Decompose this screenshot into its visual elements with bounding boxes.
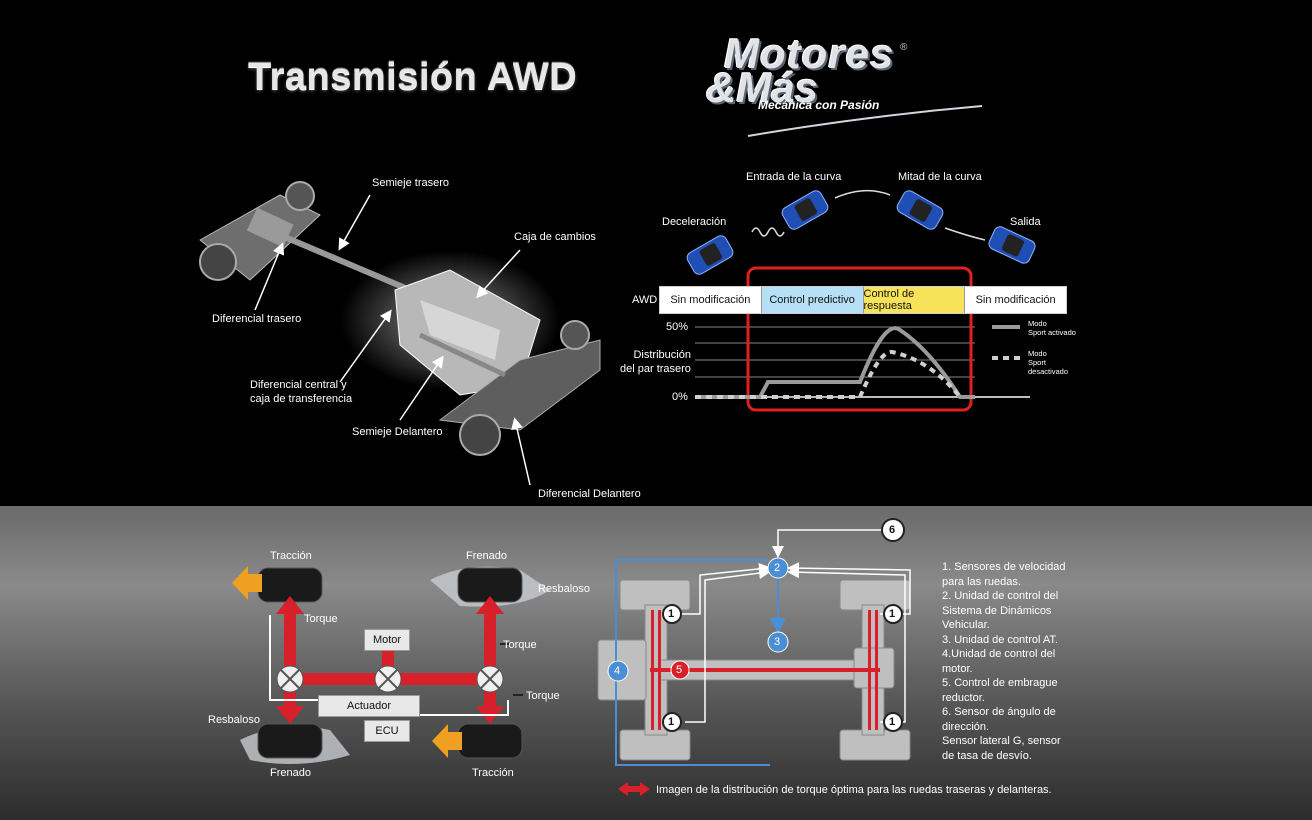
legend-item-2: 2. Unidad de control del Sistema de Diná… (942, 590, 1059, 631)
y-tick-0: 0% (672, 391, 688, 403)
label-torque-right: Torque (503, 639, 537, 651)
y-axis-label: Distribución del par trasero (620, 349, 691, 375)
series-sport-on (695, 326, 975, 399)
vehicle-system-diagram (597, 518, 911, 796)
label-traccion-top: Tracción (270, 550, 312, 562)
legend-item-1: 1. Sensores de velocidad para las ruedas… (942, 561, 1066, 588)
footnote-arrow-icon (618, 782, 650, 796)
node-1-fl: 1 (668, 608, 675, 620)
legend-item-5: 5. Control de embrague reductor. (942, 677, 1058, 704)
arrow-left-icon (232, 566, 262, 600)
curve-car-sequence (686, 189, 1036, 275)
label-resbaloso-top: Resbaloso (538, 583, 590, 595)
chart-gridlines (695, 326, 1030, 398)
logo-swoosh-icon (747, 105, 983, 137)
label-diferencial-delantero: Diferencial Delantero (538, 488, 641, 500)
awd-cell-sin-modificacion: Sin modificación (660, 287, 762, 313)
node-1-rr: 1 (889, 716, 896, 728)
torque-chart (695, 266, 1030, 412)
footnote: Imagen de la distribución de torque ópti… (656, 784, 1052, 796)
legend-item-6: 6. Sensor de ángulo de dirección. Sensor… (942, 706, 1061, 762)
y-tick-50: 50% (666, 321, 689, 333)
node-4: 4 (614, 665, 621, 677)
node-6: 6 (889, 524, 896, 536)
ecu-box: ECU (364, 720, 410, 742)
brand-logo: Motores &Más ® Mecánica con Pasión (706, 26, 986, 137)
logo-registered-mark: ® (900, 42, 908, 53)
logo-line-1: Motores (724, 30, 895, 77)
label-semieje-trasero: Semieje trasero (372, 177, 450, 189)
awd-cell-control-respuesta: Control de respuesta (863, 287, 966, 313)
legend-item-3: 3. Unidad de control AT. (942, 633, 1058, 646)
stage-deceleracion: Deceleración (662, 216, 727, 228)
torque-distribution-arrows (650, 610, 880, 730)
drivetrain-leader-lines (254, 194, 531, 486)
awd-mode-bar: Sin modificación Control predictivo Cont… (659, 286, 1067, 314)
stage-entrada: Entrada de la curva (746, 171, 842, 183)
awd-cell-sin-modificacion-2: Sin modificación (965, 287, 1066, 313)
node-3: 3 (774, 636, 781, 648)
legend-item-4: 4.Unidad de control del motor. (942, 648, 1056, 675)
legend-sport-on: Modo Sport activado (1028, 319, 1076, 337)
label-diferencial-central: Diferencial central y caja de transferen… (250, 379, 353, 405)
awd-cell-control-predictivo: Control predictivo (761, 287, 864, 313)
label-diferencial-trasero: Diferencial trasero (212, 313, 302, 325)
label-traccion-bottom: Tracción (472, 767, 514, 779)
motor-box: Motor (364, 629, 410, 651)
stage-mitad: Mitad de la curva (898, 171, 982, 183)
arrow-left-icon (432, 724, 462, 758)
label-torque-left: Torque (304, 613, 338, 625)
tire-icon (257, 723, 323, 759)
label-torque-mid: Torque (526, 690, 560, 702)
logo-line-2: &Más (706, 64, 819, 111)
wheel-torque-diagram (232, 566, 550, 764)
page-title: Transmisión AWD (248, 56, 578, 98)
tire-icon (457, 723, 523, 759)
legend-sport-off: Modo Sport desactivado (1028, 349, 1069, 376)
node-1-rl: 1 (668, 716, 675, 728)
label-resbaloso-bottom: Resbaloso (208, 714, 260, 726)
node-1-fr: 1 (889, 608, 896, 620)
drivetrain-illustration (199, 181, 601, 456)
logo-tagline: Mecánica con Pasión (758, 98, 880, 112)
chart-highlight-box (746, 266, 973, 412)
label-frenado-bottom: Frenado (270, 767, 311, 779)
label-caja-cambios: Caja de cambios (514, 231, 596, 243)
series-sport-off (695, 350, 962, 399)
actuador-box: Actuador (318, 695, 420, 717)
system-legend-list: 1. Sensores de velocidad para las ruedas… (942, 560, 1082, 763)
awd-row-label: AWD (632, 294, 658, 306)
node-5: 5 (676, 664, 683, 676)
stage-salida: Salida (1010, 216, 1041, 228)
label-semieje-delantero: Semieje Delantero (352, 426, 443, 438)
node-2: 2 (774, 562, 781, 574)
label-frenado-top: Frenado (466, 550, 507, 562)
